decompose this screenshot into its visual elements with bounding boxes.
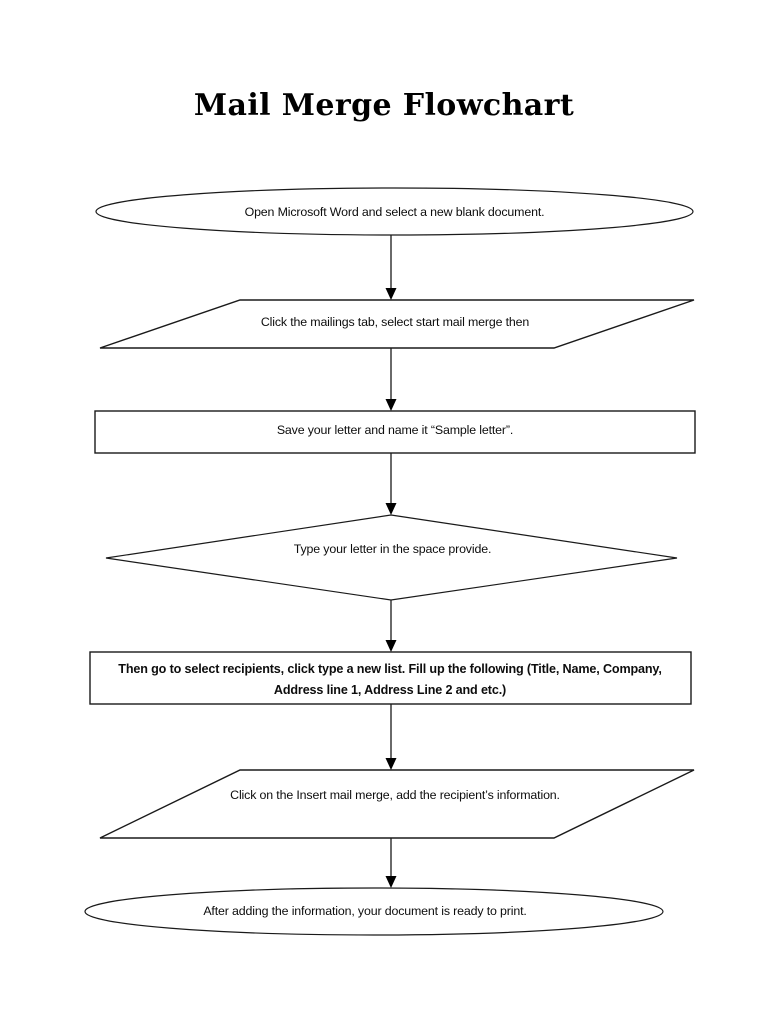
connector-recipients-to-insert (385, 704, 397, 770)
connector-start-to-mailings (385, 235, 397, 300)
page-title: Mail Merge Flowchart (193, 88, 575, 123)
node-label-mailings: Click the mailings tab, select start mai… (260, 315, 530, 329)
node-label-save: Save your letter and name it “Sample let… (276, 423, 514, 437)
node-shape-parallelogram-insert (99, 769, 695, 839)
connector-save-to-type (385, 453, 397, 515)
connector-insert-to-end (385, 838, 397, 888)
node-shape-rectangle-recipients (89, 651, 692, 705)
node-label-start: Open Microsoft Word and select a new bla… (244, 205, 545, 219)
node-label-end: After adding the information, your docum… (203, 904, 527, 918)
node-label-type: Type your letter in the space provide. (293, 542, 492, 556)
connector-type-to-recipients (385, 600, 397, 652)
node-shape-ellipse-start (95, 187, 694, 236)
node-shape-parallelogram-mailings (99, 299, 695, 349)
connector-mailings-to-save (385, 348, 397, 411)
node-label-recipients: Then go to select recipients, click type… (118, 662, 662, 697)
node-shape-ellipse-end (84, 887, 664, 936)
node-label-insert: Click on the Insert mail merge, add the … (230, 788, 560, 802)
node-shape-rectangle-save (94, 410, 696, 454)
